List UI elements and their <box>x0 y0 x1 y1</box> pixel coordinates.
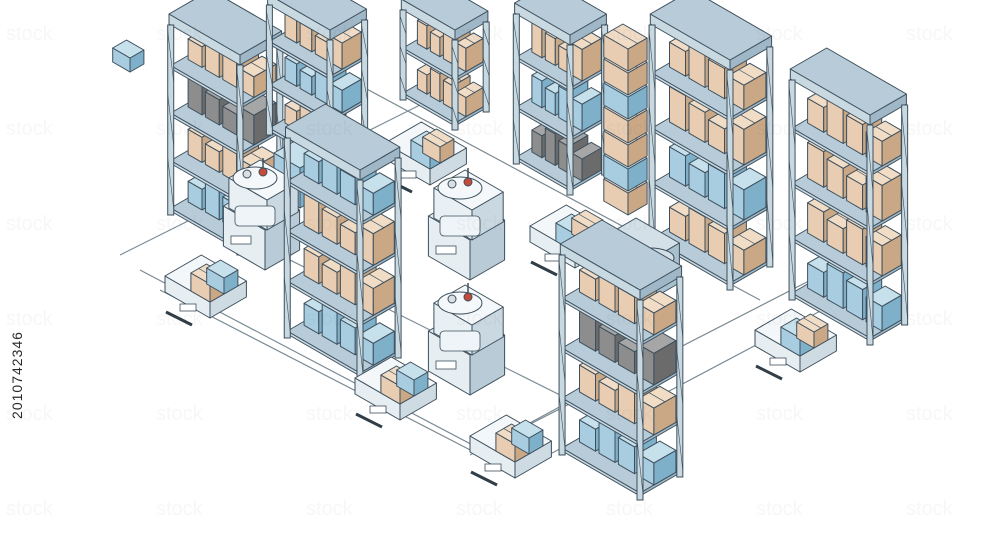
watermark-overlay <box>0 0 1000 545</box>
warehouse-illustration: stock <box>0 0 1000 545</box>
